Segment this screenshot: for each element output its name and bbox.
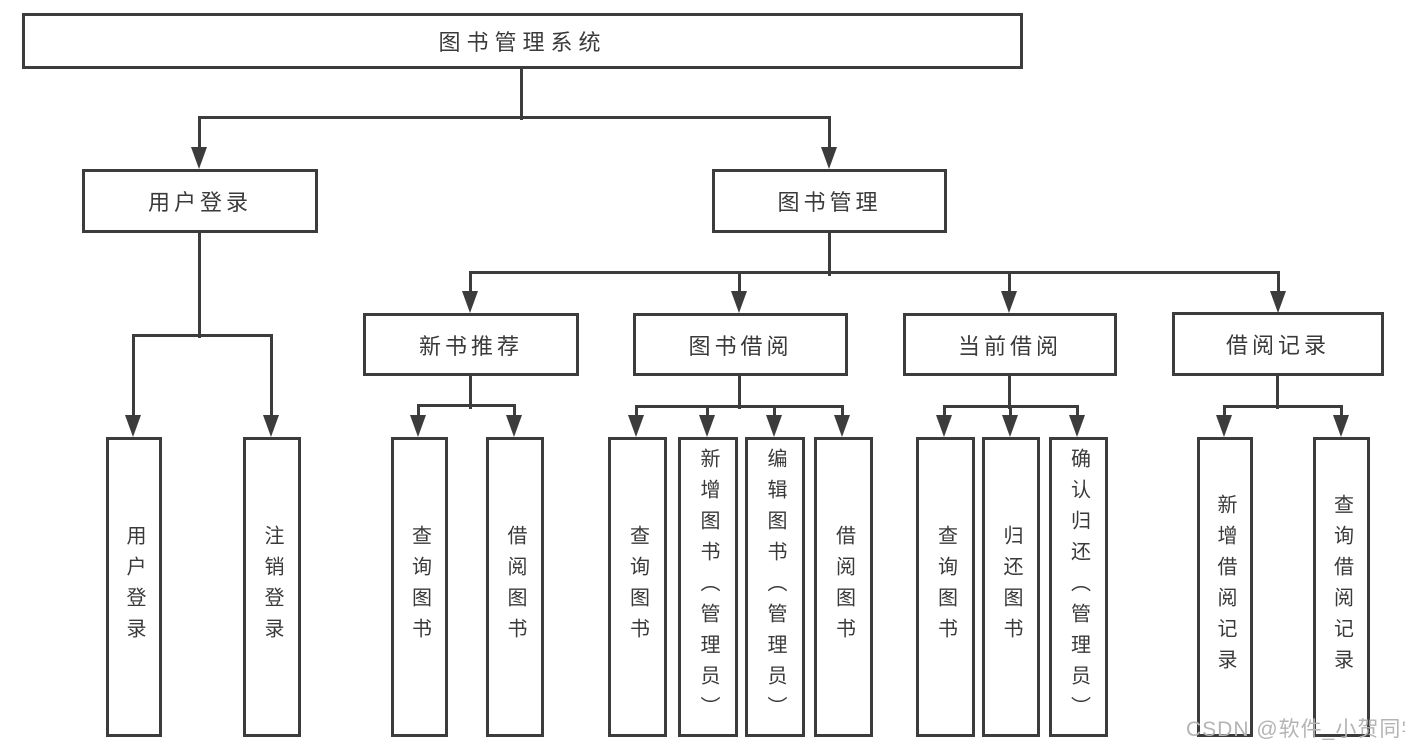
connector-line [270,336,273,431]
connector-arrowhead [506,415,522,437]
connector-arrowhead [1216,415,1232,437]
node-library-management-system: 图书管理系统 [22,13,1023,69]
connector-line [828,118,831,163]
leaf-nbr-query-books: 查询图书 [391,437,448,737]
leaf-label: 查询借阅记录 [1330,494,1353,680]
connector-line [828,233,831,276]
connector-line [1276,376,1279,409]
connector-line [132,334,273,337]
leaf-bb-add-books-admin: 新增图书（管理员） [678,437,738,737]
leaf-label: 查询图书 [626,525,649,649]
connector-arrowhead [731,291,747,313]
connector-line [1008,376,1011,409]
connector-arrowhead [1270,291,1286,313]
connector-arrowhead [1069,415,1085,437]
connector-line [198,116,831,119]
connector-arrowhead [936,415,952,437]
connector-arrowhead [1333,415,1349,437]
leaf-bb-query-books: 查询图书 [608,437,667,737]
connector-arrowhead [410,415,426,437]
connector-line [469,376,472,409]
connector-arrowhead [1001,291,1017,313]
leaf-label: 编辑图书（管理员） [764,447,786,727]
connector-arrowhead [821,147,837,169]
connector-arrowhead [125,415,141,437]
connector-arrowhead [1002,415,1018,437]
connector-line [469,273,472,307]
leaf-label: 新增借阅记录 [1214,494,1236,680]
connector-arrowhead [699,415,715,437]
leaf-label: 借阅图书 [832,525,855,649]
connector-line [1223,405,1343,408]
leaf-logout: 注销登录 [243,437,301,737]
connector-line [1008,273,1011,307]
leaf-label: 查询图书 [934,525,957,649]
node-new-book-recommendation: 新书推荐 [363,313,579,376]
connector-arrowhead [263,415,279,437]
connector-line [738,376,741,409]
leaf-label: 查询图书 [408,525,431,649]
leaf-label: 借阅图书 [504,525,526,649]
node-book-borrowing: 图书借阅 [633,313,848,376]
leaf-cb-return-books: 归还图书 [982,437,1040,737]
connector-arrowhead [191,147,207,169]
leaf-label: 新增图书（管理员） [697,447,719,727]
connector-arrowhead [628,415,644,437]
connector-line [198,233,201,338]
leaf-label: 注销登录 [261,525,283,649]
leaf-br-query-borrow-record: 查询借阅记录 [1313,437,1370,737]
connector-line [635,405,844,408]
connector-arrowhead [766,415,782,437]
leaf-user-login: 用户登录 [106,437,162,737]
node-book-management: 图书管理 [712,169,947,233]
leaf-label: 用户登录 [123,525,145,649]
node-user-login: 用户登录 [82,169,318,233]
node-borrowing-records: 借阅记录 [1172,312,1384,376]
leaf-cb-confirm-return-admin: 确认归还（管理员） [1049,437,1108,737]
leaf-bb-borrow-books: 借阅图书 [814,437,873,737]
connector-line [132,336,135,431]
leaf-label: 归还图书 [1000,525,1022,649]
connector-line [1277,273,1280,307]
connector-line [738,273,741,307]
leaf-bb-edit-books-admin: 编辑图书（管理员） [745,437,805,737]
leaf-cb-query-books: 查询图书 [916,437,975,737]
leaf-label: 确认归还（管理员） [1067,447,1090,727]
csdn-watermark: CSDN @软件_小贺同学 [1186,718,1405,741]
connector-line [417,404,516,407]
connector-arrowhead [462,291,478,313]
node-current-borrowing: 当前借阅 [903,313,1117,376]
connector-line [469,271,1280,274]
leaf-nbr-borrow-books: 借阅图书 [486,437,544,737]
connector-line [943,405,1079,408]
leaf-br-add-borrow-record: 新增借阅记录 [1197,437,1253,737]
connector-line [520,69,523,120]
connector-arrowhead [834,415,850,437]
connector-line [198,118,201,163]
